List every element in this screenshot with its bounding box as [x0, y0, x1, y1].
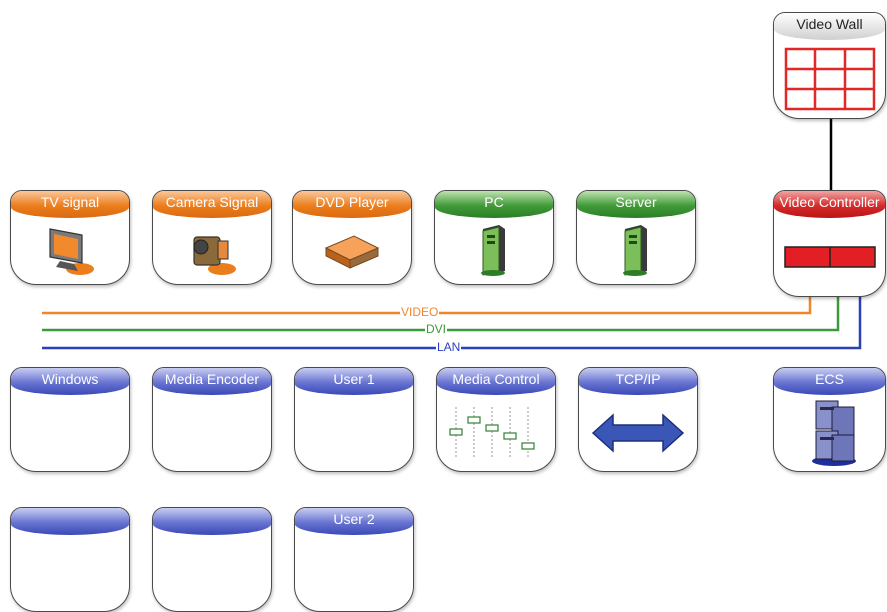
client-label: User 1 [295, 368, 413, 395]
mixer-sliders-icon [437, 398, 555, 467]
client-label: Media Control [437, 368, 555, 395]
lan-link-label: LAN [436, 340, 462, 354]
source-node-tv-signal[interactable]: TV signal [10, 190, 130, 285]
video-controller-label: Video Controller [774, 191, 885, 218]
client-label [153, 508, 271, 535]
tv-icon [11, 221, 129, 280]
source-label: PC [435, 191, 553, 218]
dvd-player-icon [293, 221, 411, 280]
source-label: Server [577, 191, 695, 218]
lan-link-line [42, 295, 862, 350]
client-node-blank-1[interactable] [10, 507, 130, 612]
client-label [11, 508, 129, 535]
video-link-label: VIDEO [400, 305, 440, 319]
server-rack-icon [774, 398, 885, 467]
source-node-dvd-player[interactable]: DVD Player [292, 190, 412, 285]
client-label: User 2 [295, 508, 413, 535]
client-label: Windows [11, 368, 129, 395]
client-node-user-1[interactable]: User 1 [294, 367, 414, 472]
source-node-server[interactable]: Server [576, 190, 696, 285]
video-wall-label: Video Wall [774, 13, 885, 40]
client-node-media-encoder[interactable]: Media Encoder [152, 367, 272, 472]
video-controller-node[interactable]: Video Controller [773, 190, 886, 297]
client-node-media-control[interactable]: Media Control [436, 367, 556, 472]
client-label: Media Encoder [153, 368, 271, 395]
video-wall-node[interactable]: Video Wall [773, 12, 886, 119]
source-node-pc[interactable]: PC [434, 190, 554, 285]
controller-unit-icon [774, 221, 885, 292]
client-node-user-2[interactable]: User 2 [294, 507, 414, 612]
dvi-link-label: DVI [425, 322, 448, 336]
dvi-link-line [42, 295, 840, 332]
server-tower-icon [577, 221, 695, 280]
double-arrow-icon [579, 398, 697, 467]
client-node-tcp-ip[interactable]: TCP/IP [578, 367, 698, 472]
client-label: ECS [774, 368, 885, 395]
client-node-blank-2[interactable] [152, 507, 272, 612]
video-link-line [42, 295, 812, 315]
video-wall-grid-icon [774, 43, 885, 114]
computer-tower-icon [435, 221, 553, 280]
source-label: Camera Signal [153, 191, 271, 218]
client-node-windows[interactable]: Windows [10, 367, 130, 472]
source-node-camera-signal[interactable]: Camera Signal [152, 190, 272, 285]
client-node-ecs[interactable]: ECS [773, 367, 886, 472]
source-label: TV signal [11, 191, 129, 218]
client-label: TCP/IP [579, 368, 697, 395]
camera-icon [153, 221, 271, 280]
source-label: DVD Player [293, 191, 411, 218]
